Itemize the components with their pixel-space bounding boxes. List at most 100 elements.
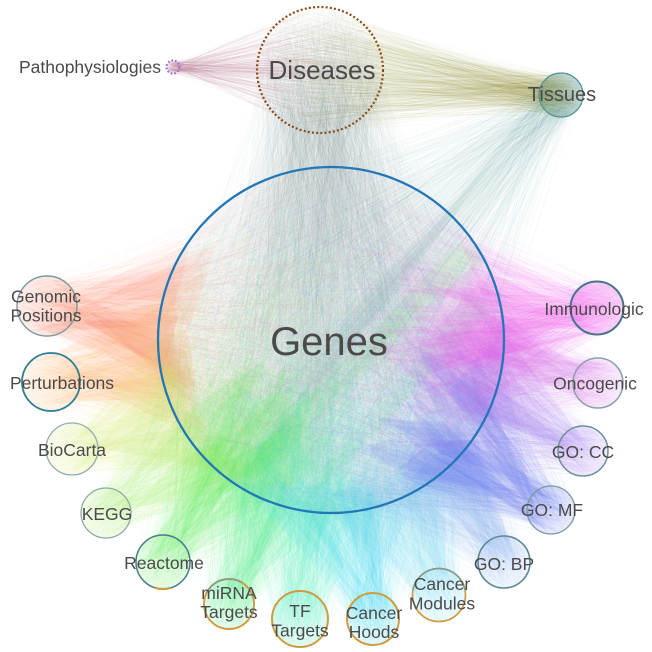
node-label-biocarta: BioCarta [38,440,106,460]
edge-sheet [31,316,178,376]
edge-sheet [262,466,395,630]
edge-sheet [411,341,542,521]
edge-sheet [417,400,505,548]
node-circle-cancer_hoods[interactable] [346,592,400,646]
edge-bundle-tissues-genes [162,73,583,511]
edge-sheet [419,418,499,559]
edge-sheet [60,315,189,455]
node-fill-wash-cancer_modules-0 [412,568,466,622]
edge-sheet [397,321,589,398]
edge-sheet [59,363,221,455]
node-circle-go_cc[interactable] [557,425,609,477]
edge-grain-lines [162,73,583,511]
edge-sheet [319,356,341,613]
node-circle-perturbations[interactable] [21,352,81,412]
edge-sheet [324,499,444,591]
edge-sheet [56,279,203,367]
edge-sheet [377,418,549,532]
edge-sheet [438,433,509,561]
edge-sheet [69,376,190,468]
node-fill-wash-perturbations-0 [22,353,80,411]
edge-sheet [91,363,193,519]
node-fill-wash-genes-0 [158,167,504,513]
node-circle-genomic_positions[interactable] [16,275,78,337]
edge-sheet [181,371,287,572]
node-label-genes: Genes [270,320,388,364]
edge-sheet [405,431,446,573]
node-label-pathophysiologies: Pathophysiologies [19,57,161,77]
node-circle-diseases[interactable] [255,5,385,135]
edge-sheet [68,369,187,423]
node-circle-go_bp[interactable] [477,535,531,589]
edge-sheet [337,473,366,642]
edge-sheet [446,366,568,436]
edge-sheet [398,350,612,395]
edge-sheet [405,442,447,604]
edge-sheet [399,412,526,573]
edge-sheet [404,400,540,523]
edge-sheet [413,365,613,420]
node-circle-go_mf[interactable] [526,485,576,535]
edge-sheet [45,295,184,334]
node-fill-wash-kegg-0 [81,488,131,538]
edge-sheet [324,361,364,620]
edge-sheet [211,496,349,609]
edge-sheet [456,265,595,316]
edge-grain-lines [169,168,502,622]
node-label-tissues: Tissues [528,84,596,106]
edge-sheet [422,418,513,548]
edge-sheet [254,398,304,608]
edge-sheet [391,436,583,448]
edge-sheet [115,382,248,505]
edge-sheet [165,438,272,556]
node-label-reactome: Reactome [124,553,204,573]
edge-sheet [458,335,538,517]
edge-beam-sheet [164,239,482,553]
node-labels-layer: GenesDiseasesPathophysiologiesTissuesGen… [10,55,644,642]
edge-sheet [447,353,531,510]
edge-sheet [89,441,291,512]
edge-sheet [230,383,336,612]
edge-sheet [29,284,189,389]
node-label-oncogenic: Oncogenic [553,374,637,394]
edge-sheet [139,434,276,569]
node-circle-biocarta[interactable] [45,422,99,476]
edge-sheet [259,480,349,616]
edge-sheet [299,359,332,601]
node-circle-oncogenic[interactable] [572,357,624,409]
node-circle-immunologic[interactable] [569,280,625,336]
edge-bundle-mirna_targets-genes [164,170,501,629]
edge-sheet [276,364,337,626]
node-circle-tf_targets[interactable] [271,590,329,648]
edge-sheet [426,317,581,434]
node-border-segment-cancer_modules-0 [412,567,466,591]
edge-sheet [155,416,318,539]
node-circle-tissues[interactable] [538,72,584,118]
edge-sheet [380,416,535,509]
edge-sheet [377,444,528,554]
edge-sheet [454,376,519,566]
edge-sheet [347,463,384,622]
node-fill-wash-tf_targets-0 [272,591,328,647]
node-label-perturbations: Perturbations [10,373,114,393]
edge-sheet [392,453,448,602]
edge-sheet [456,301,577,376]
edge-grain-lines [135,169,503,589]
node-circle-pathophysiologies[interactable] [165,59,181,75]
edge-sheet [350,438,547,515]
node-circles-layer [16,5,625,648]
edge-bundle-perturbations-genes [22,171,493,512]
edge-sheet [222,385,320,610]
node-fill-wash-cancer_hoods-0 [347,593,399,645]
edge-sheet [247,403,303,593]
edge-sheet [413,318,588,336]
node-circle-genes[interactable] [156,165,506,515]
edge-sheet [33,296,188,362]
node-circle-kegg[interactable] [80,487,132,539]
edge-sheet [217,383,311,616]
edge-bundle-diseases-tissues [258,7,583,133]
edge-sheet [408,387,535,517]
